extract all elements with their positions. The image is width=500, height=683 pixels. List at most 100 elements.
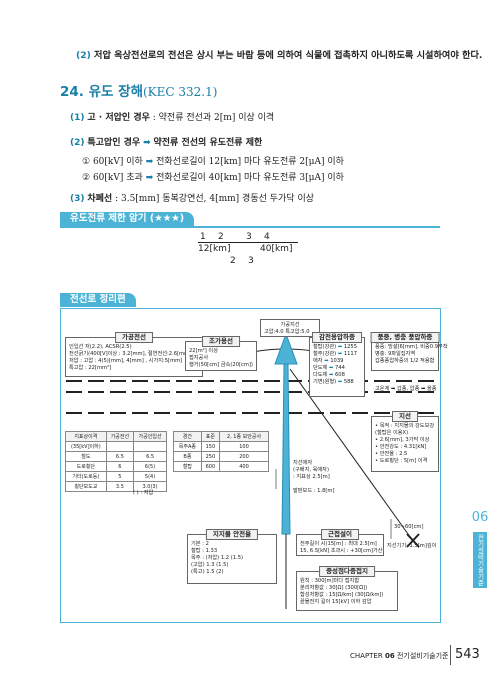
sub-number: ② — [82, 173, 91, 183]
td: 600 — [200, 461, 221, 472]
memo-rule — [60, 226, 440, 228]
box-line: 접지공사 — [189, 355, 209, 361]
soil-line: : 지표상 2.5[m] — [293, 474, 330, 480]
item-2-2: ② 60[kV] 초과 ➡ 전화선로길이 40[km] 마다 유도전류 3[μA… — [82, 170, 344, 183]
table-note: ( ) : 저압 — [133, 490, 154, 496]
item-text: : 약전류 전선과 2[m] 이상 이격 — [152, 113, 275, 123]
soil-label: 지선애자 (구배지, 육애자) : 지표상 2.5[m] — [293, 459, 330, 480]
item-2: (2) 특고압인 경우 ➡ 약전류 전선의 유도전류 제한 — [70, 135, 262, 148]
row-val: 588 — [343, 379, 354, 385]
box-line: • 안전강도 : 4.31[kN] — [375, 444, 427, 450]
memo-digit: 2 — [218, 232, 224, 242]
row-key: 철주(강관) — [313, 351, 337, 357]
sub-number: ① — [82, 157, 91, 167]
th: 가공인입선 — [133, 431, 167, 442]
row-val: 608 — [335, 372, 345, 378]
memo-digit: 3 — [248, 256, 254, 266]
item-label: 차폐선 — [87, 194, 113, 204]
item-label: 특고압인 경우 — [87, 138, 141, 148]
box-neutral-grounding: 중성점다중접지 원칙 : 300[m]마다 접지함 분리저항값 : 30[Ω] … — [296, 566, 398, 611]
box-wind-pressure: 감전용압하중 철탑(강관) ➡ 1255 철주(강관) ➡ 1117 애자 ➡ … — [309, 332, 365, 397]
td: 6.5 — [133, 451, 167, 462]
box-line: 전주길이 시(15[m] : 최대 2.5[m] — [300, 541, 377, 547]
box-header: 감전용압하중 — [312, 332, 362, 343]
row-key: 애자 — [313, 358, 323, 364]
td: 6 — [105, 461, 135, 472]
item-3: (3) 차폐선 : 3.5[mm] 동복강연선, 4[mm] 경동선 두가닥 이… — [70, 191, 314, 204]
td: 철도 — [65, 451, 107, 462]
box-messenger-wire: 조가용선 22[m²] 이상 접지공사 행거(50[cm] 금속(20[cm]) — [185, 336, 257, 371]
box-line: (고압) 1.3 (1.5) — [191, 562, 229, 568]
td: 기타(도로등) — [65, 471, 107, 482]
box-header: 가공전선 — [115, 332, 153, 343]
box-header: 근접설이 — [321, 529, 359, 540]
td: 200 — [219, 451, 269, 462]
box-line: 끝물전지 길이 15[kV] 이하 감압 — [300, 599, 372, 605]
memo-rule-line — [198, 242, 298, 243]
td: 도로횡단 — [65, 461, 107, 472]
th: 2, 1종 보안공사 — [219, 431, 269, 442]
td: 250 — [200, 451, 221, 462]
memo-tab-label: 유도전류 제한 암기 — [70, 213, 147, 224]
box-line: 행거(50[cm] 금속(20[cm]) — [189, 362, 253, 368]
box-line: 저압 : 고압 : 4(5)[mm], 4[mm] , 시가지:5[mm] — [69, 358, 183, 364]
td: 6.5 — [105, 451, 135, 462]
season-line: 고온계 ➡ 갑종, 압종 ➡ 을종 — [375, 386, 437, 392]
dim-label: 30~60[cm] — [394, 524, 424, 530]
guy-wire — [289, 368, 414, 542]
td: 100 — [219, 441, 269, 452]
row-key: 기변(원형) — [313, 379, 337, 385]
item-number: (3) — [70, 194, 85, 204]
footer-chapter-number: 06 — [384, 652, 395, 660]
box-line: (철탑은 이용X) — [375, 430, 409, 436]
page-number: 543 — [455, 647, 480, 662]
item-label: 고 · 저압인 경우 — [87, 113, 150, 123]
box-line: • 목적 : 지지물의 강도보강 — [375, 423, 435, 429]
th: 지표상이격 — [65, 431, 107, 442]
box-line: 풍중: 빙설[6[mm], 비중0.9부착 — [375, 344, 448, 350]
box-header: 풍중, 병충 풍압하중 — [370, 332, 440, 343]
box-line: 합성저항값 : 15[Ω/km] (30[Ω/km]) — [300, 592, 384, 598]
row-key: 단도체 — [313, 365, 328, 371]
box-line: • 2.6[mm], 3가닥 이상 — [375, 437, 430, 443]
td: 목주A종 — [173, 441, 202, 452]
sub-text-2: 전화선로길이 12[km] 마다 유도전류 2[μA] 이하 — [156, 157, 344, 167]
pole-top — [274, 332, 298, 365]
td: (35[kV]이하) — [65, 441, 107, 452]
td: 횡단보도교 — [65, 481, 107, 492]
row-val: 1039 — [330, 358, 344, 364]
memo-km-a: 12[km] — [198, 244, 231, 254]
pole-shape — [281, 363, 291, 535]
step-label: 발판보드 : 1.8[m] — [293, 488, 335, 494]
item-number: (1) — [70, 113, 85, 123]
td: 150 — [200, 441, 221, 452]
power-line-diagram: 가공전선 인입선 저(2.2), ACSR(2.5) 전선굵기(400[V]이상… — [60, 308, 448, 623]
box-line: 특고압 : 22[mm²] — [69, 365, 112, 371]
box-guy-wire: 지선 • 목적 : 지지물의 강도보강 (철탑은 이용X) • 2.6[mm],… — [371, 411, 439, 472]
box-line: 병충: 9파일집지역 — [375, 351, 416, 357]
section-ref: (KEC 332.1) — [143, 85, 218, 99]
side-tab-text: 전기설비기술기준 — [473, 532, 487, 588]
intro-number: (2) — [76, 50, 91, 61]
td: 3.0(3) — [133, 481, 167, 492]
memo-digit: 1 — [200, 232, 206, 242]
sub-text-2: 전화선로길이 40[km] 마다 유도전류 3[μA] 이하 — [156, 173, 344, 183]
box-line: 원칙 : 300[m]마다 접지함 — [300, 578, 360, 584]
row-val: 744 — [335, 365, 345, 371]
box-line: 갑종풍압하중의 1/2 적용함 — [375, 358, 435, 364]
box-header: 조가용선 — [202, 336, 240, 347]
diagram-tab: 전선로 정리편 — [60, 293, 136, 307]
row-val: 1255 — [343, 344, 358, 350]
row-key: 다도체 — [313, 372, 328, 378]
memo-digit: 4 — [264, 232, 270, 242]
box-line: 전선굵기(400[V]이상 : 3.2[mm], 절연전선:2.6[mm] — [69, 351, 192, 357]
item-text: 약전류 전선의 유도전류 제한 — [153, 138, 263, 148]
memo-digit: 3 — [246, 232, 252, 242]
sub-text: 60[kV] 이하 — [92, 157, 143, 167]
item-text: : 3.5[mm] 동복강연선, 4[mm] 경동선 두가닥 이상 — [115, 194, 315, 204]
diagram-tab-label: 전선로 정리편 — [70, 294, 126, 305]
box-safety-factor: 지지물 안전율 기본 : 2 철탑 : 1.33 목주 : (저압) 1.2 (… — [187, 529, 277, 584]
item-number: (2) — [70, 138, 85, 148]
memo-tab-stars: (★★★) — [149, 213, 185, 224]
